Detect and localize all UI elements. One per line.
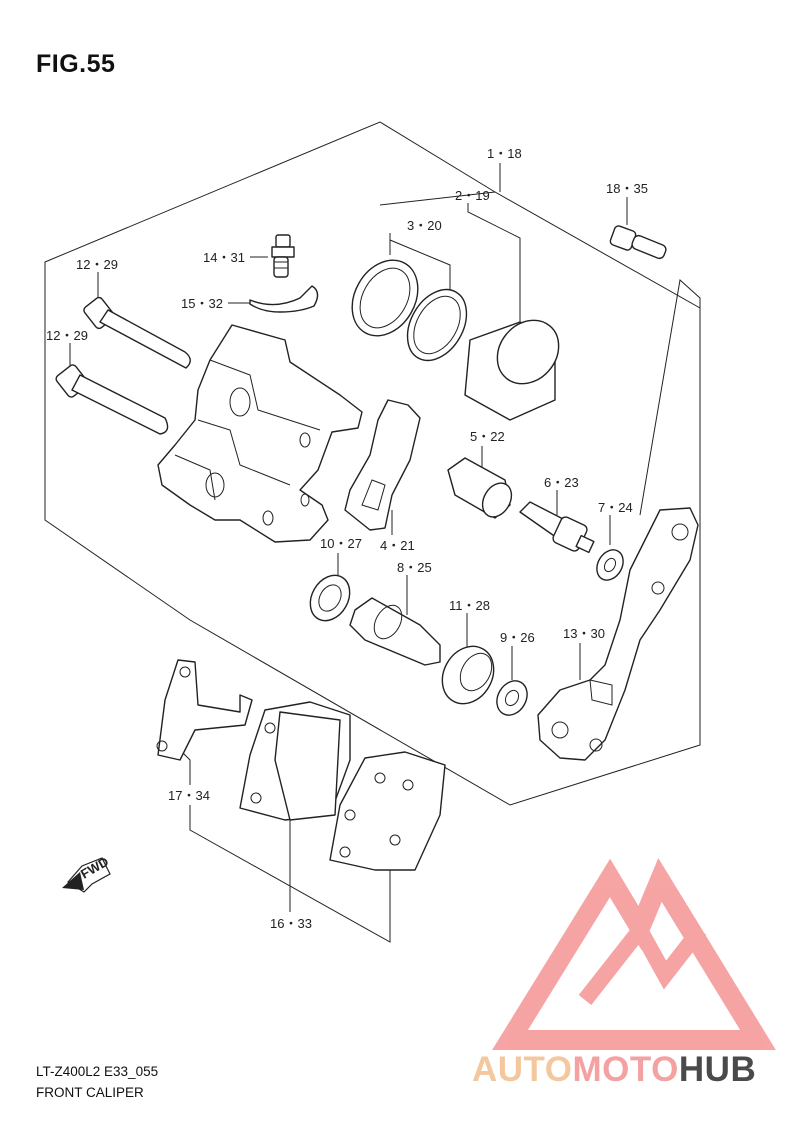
pin-8-part [349, 597, 441, 666]
piston-part [464, 319, 560, 421]
watermark-text: AUTOMOTOHUB [472, 1050, 756, 1090]
callout-bleeder-valve: 14・31 [203, 250, 245, 265]
watermark-moto: MOTO [572, 1050, 679, 1089]
boot-11-part [441, 645, 495, 705]
model-code: LT-Z400L2 E33_055 [36, 1064, 159, 1079]
callout-pad-shim: 17・34 [168, 788, 210, 803]
bleeder-valve-part [271, 234, 295, 278]
bolt-18-part [609, 225, 667, 260]
bolt-6-part [519, 501, 595, 554]
callout-bleeder-cap: 15・32 [181, 296, 223, 311]
callout-pin-8: 8・25 [397, 560, 432, 575]
callout-slide-pin: 5・22 [470, 429, 505, 444]
piston-seals-part [351, 259, 468, 362]
brake-pads-part [239, 701, 446, 871]
caliper-body-part [157, 324, 363, 543]
diagram-caption: FRONT CALIPER [36, 1085, 144, 1100]
callout-pad-pin-upper: 12・29 [76, 257, 118, 272]
callout-pad-spring: 4・21 [380, 538, 415, 553]
callout-labels: 1・18 2・19 3・20 18・35 14・31 15・32 12・29 1… [46, 146, 648, 931]
pad-pins-part [55, 296, 191, 435]
callout-pad-pin-lower: 12・29 [46, 328, 88, 343]
triangle-m-logo [492, 858, 776, 1050]
slide-pin-5-part [447, 457, 513, 519]
washer-7-part [596, 549, 624, 581]
watermark-auto: AUTO [472, 1050, 573, 1089]
callout-caliper-holder: 13・30 [563, 626, 605, 641]
callout-pad-set: 16・33 [270, 916, 312, 931]
pad-spring-part [344, 399, 421, 531]
figure-title: FIG.55 [36, 50, 116, 78]
callout-bolt-18: 18・35 [606, 181, 648, 196]
washer-9-part [496, 680, 528, 716]
watermark-hub: HUB [678, 1050, 757, 1089]
caliper-holder-part [537, 507, 699, 761]
callout-boot-11: 11・28 [449, 598, 490, 613]
callout-washer-7: 7・24 [598, 500, 633, 515]
bleeder-cap-part [249, 285, 319, 313]
fwd-arrow-icon: FWD [62, 854, 111, 893]
assembly-outline [44, 121, 701, 806]
callout-boot-10: 10・27 [320, 536, 362, 551]
callout-bolt-6: 6・23 [544, 475, 579, 490]
pad-shim-part [157, 659, 253, 761]
boot-10-part [309, 574, 351, 622]
callout-piston-seal-set: 3・20 [407, 218, 442, 233]
callout-caliper-assy: 1・18 [487, 146, 522, 161]
callout-washer-9: 9・26 [500, 630, 535, 645]
callout-piston: 2・19 [455, 188, 490, 203]
